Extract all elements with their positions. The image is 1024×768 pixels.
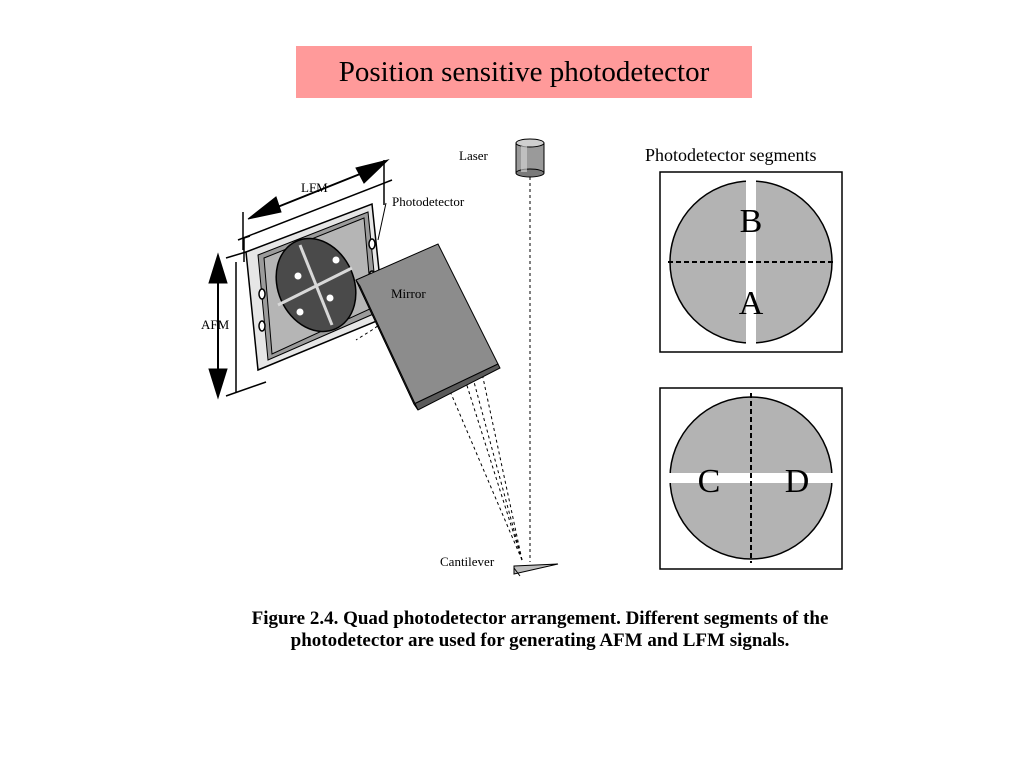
lfm-label: LFM: [301, 180, 328, 195]
caption-line-1: Figure 2.4. Quad photodetector arrangeme…: [251, 608, 829, 629]
segments-horizontal-split: [659, 387, 843, 570]
photodetector-assembly: [245, 202, 385, 372]
segment-b-label: B: [740, 203, 763, 240]
afm-arrow: [208, 251, 267, 400]
figure-caption: Figure 2.4. Quad photodetector arrangeme…: [150, 608, 930, 652]
laser-label: Laser: [459, 148, 489, 163]
segments-vertical-split: [659, 171, 843, 353]
slide-title: Position sensitive photodetector: [296, 46, 752, 98]
cantilever-label: Cantilever: [440, 554, 495, 569]
segments-title: Photodetector segments: [645, 145, 816, 165]
mirror: [355, 243, 501, 411]
cantilever-icon: [513, 563, 559, 577]
photodetector-label: Photodetector: [392, 194, 465, 209]
lfm-arrow: [237, 159, 393, 262]
segment-c-label: C: [698, 463, 721, 500]
segment-a-label: A: [739, 285, 764, 322]
laser-icon: [515, 138, 545, 178]
segment-d-label: D: [785, 463, 810, 500]
afm-label: AFM: [201, 317, 230, 332]
mirror-label: Mirror: [391, 286, 426, 301]
caption-line-2: photodetector are used for generating AF…: [290, 630, 790, 651]
